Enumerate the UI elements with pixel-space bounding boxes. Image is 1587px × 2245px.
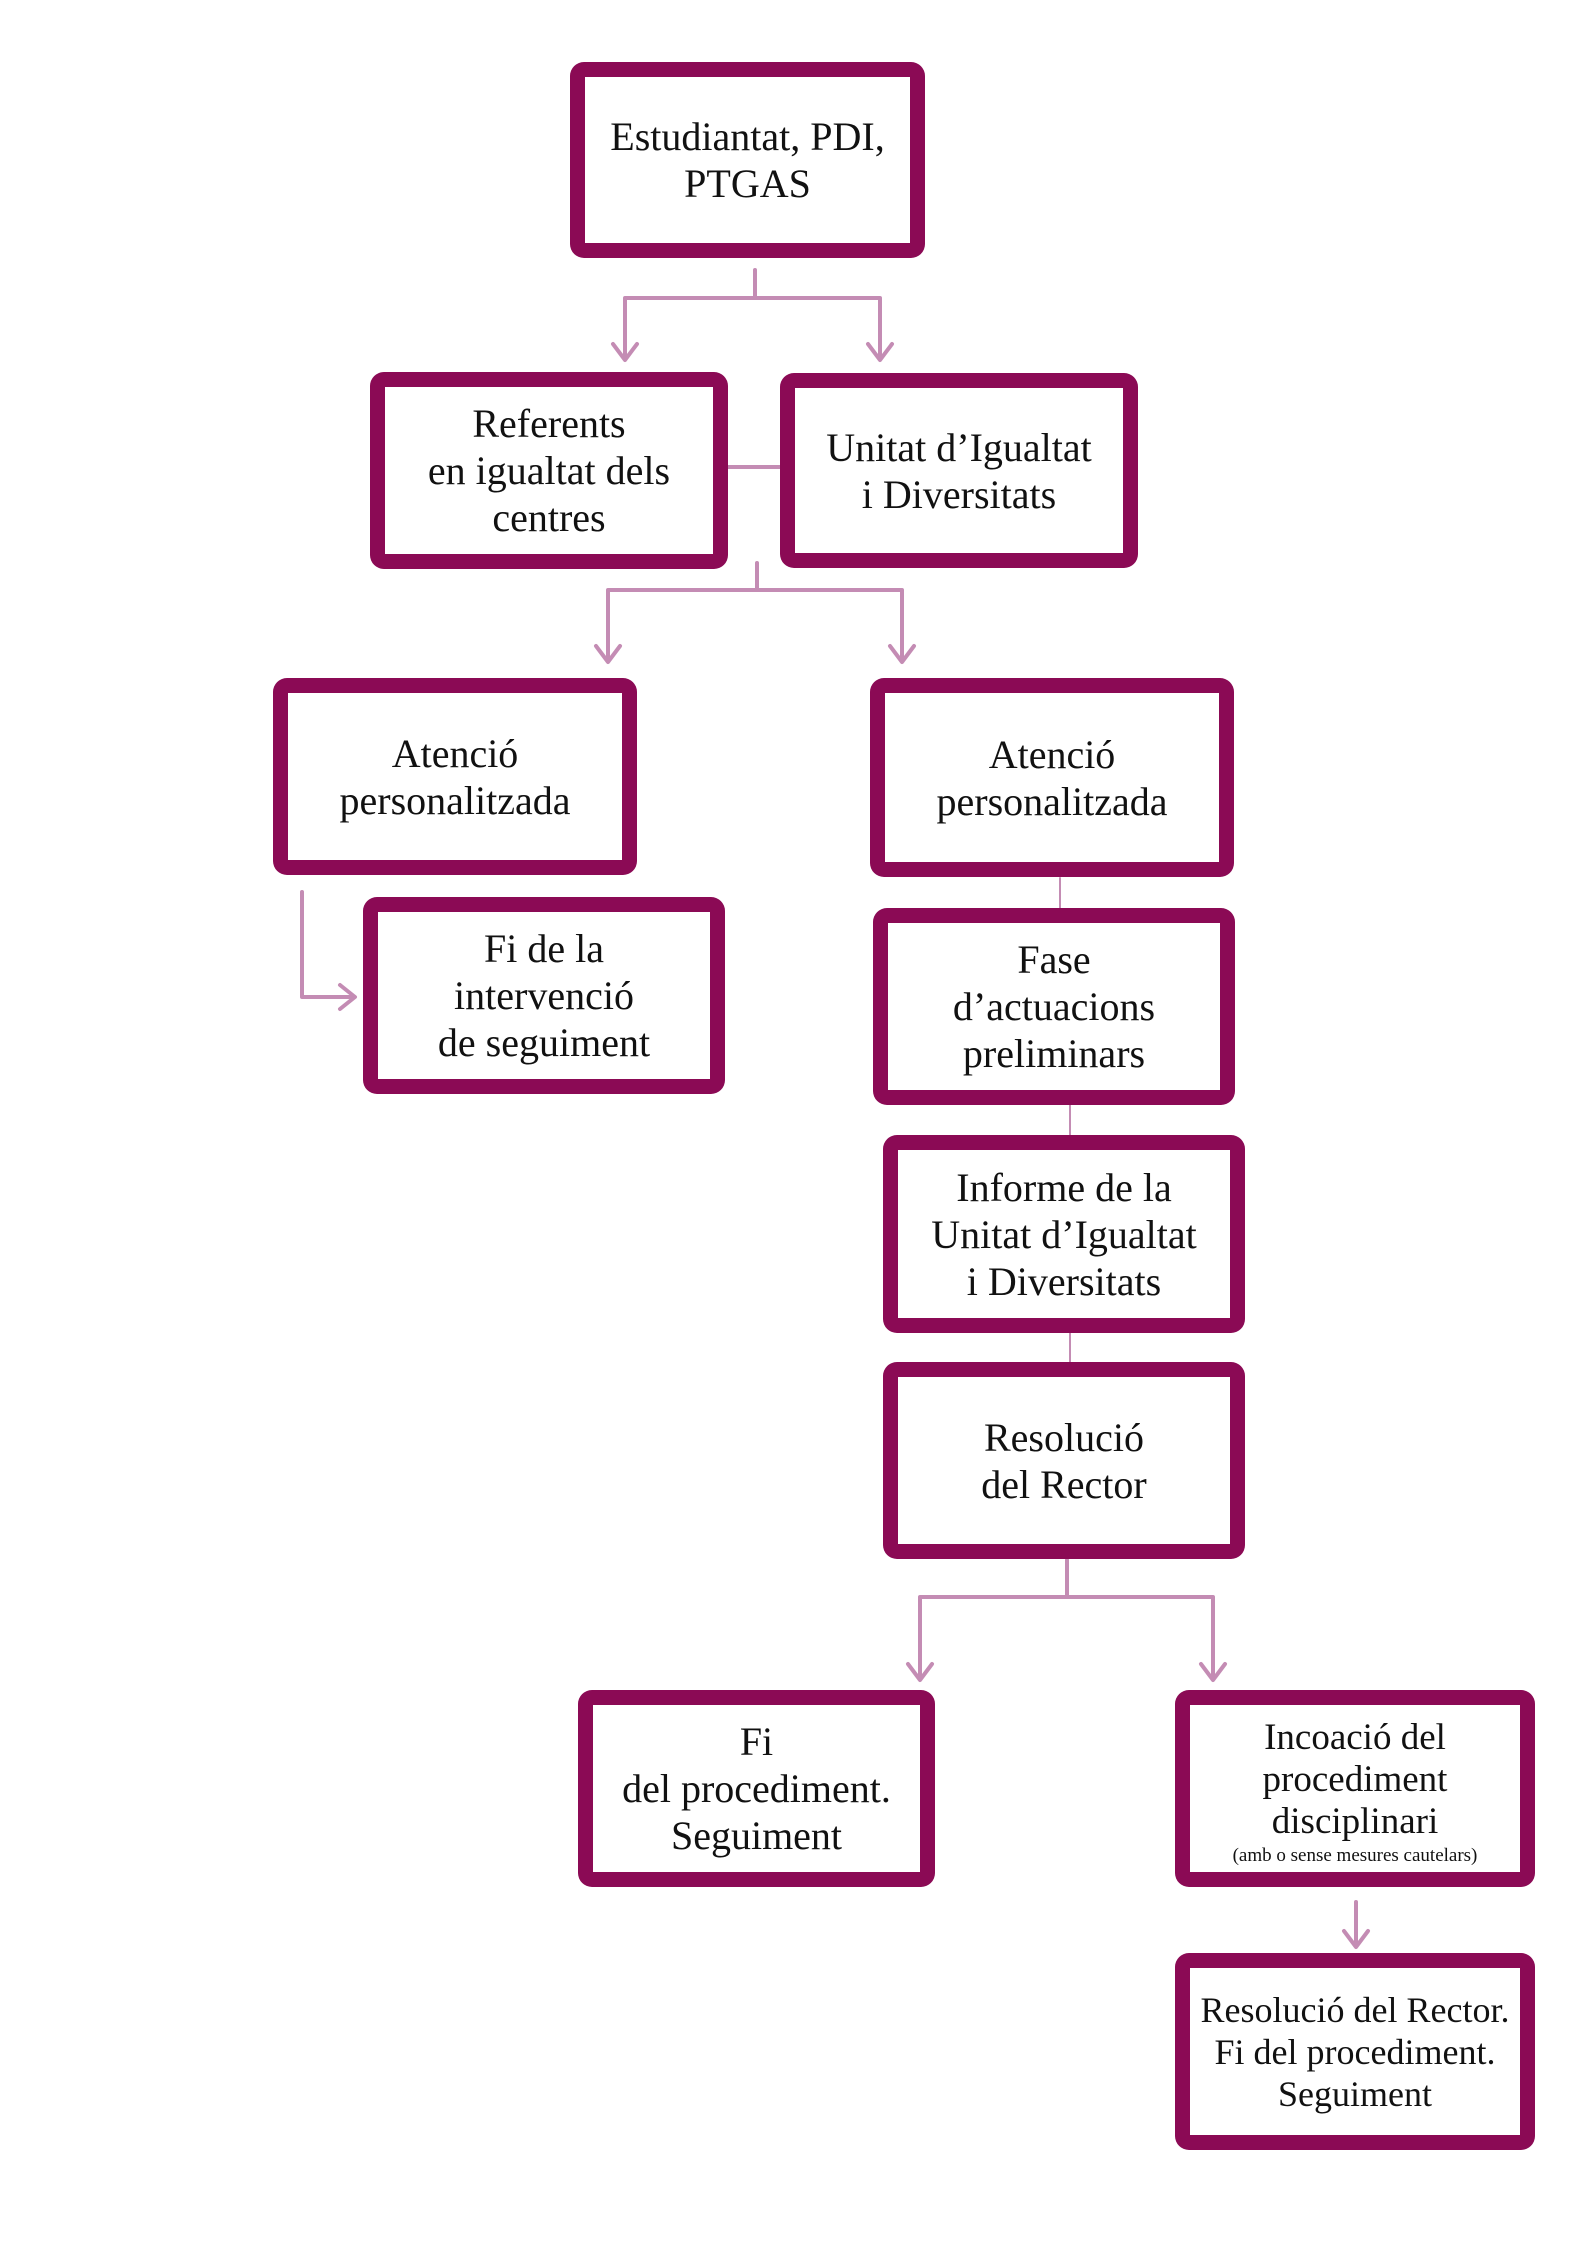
node-atencio-right-line-1: Atenció	[988, 731, 1116, 777]
arrowhead-to-incoacio	[1199, 1662, 1227, 1682]
node-fi-intervencio-line-3: de seguiment	[437, 1020, 651, 1065]
arrowhead-to-fi-intervencio	[338, 983, 357, 1011]
node-fi-intervencio: Fi de la intervenció de seguiment	[363, 897, 725, 1094]
node-referents: Referents en igualtat dels centres	[370, 372, 728, 569]
node-informe-line-3: i Diversitats	[966, 1258, 1162, 1304]
arrowhead-to-fi-procediment	[906, 1662, 934, 1682]
node-resolucio-final: Resolució del Rector. Fi del procediment…	[1175, 1953, 1535, 2150]
node-fi-procediment-line-3: Seguiment	[670, 1813, 843, 1858]
node-origin-line-2: PTGAS	[684, 161, 811, 206]
node-incoacio: Incoació del procediment disciplinari (a…	[1175, 1690, 1535, 1887]
node-referents-line-1: Referents	[472, 401, 626, 446]
node-resolucio-final-line-2: Fi del procediment.	[1214, 2031, 1496, 2072]
node-fi-intervencio-line-1: Fi de la	[484, 926, 604, 971]
node-resolucio-final-line-3: Seguiment	[1278, 2073, 1432, 2114]
node-resolucio-rector: Resolució del Rector	[883, 1362, 1245, 1559]
node-informe-line-2: Unitat d’Igualtat	[931, 1211, 1197, 1257]
node-atencio-left: Atenció personalitzada	[273, 678, 637, 875]
node-fase-line-1: Fase	[1017, 937, 1091, 982]
node-informe-line-1: Informe de la	[956, 1164, 1172, 1210]
node-unitat: Unitat d’Igualtat i Diversitats	[780, 373, 1138, 568]
node-fi-procediment-line-1: Fi	[739, 1719, 774, 1764]
node-unitat-line-2: i Diversitats	[861, 471, 1057, 517]
node-fase-line-3: preliminars	[962, 1031, 1146, 1076]
connector-resolucio-split	[918, 1558, 1215, 1680]
arrowhead-to-referents	[611, 342, 639, 362]
node-atencio-left-line-2: personalitzada	[339, 777, 571, 823]
connector-origin-split	[623, 268, 882, 360]
node-incoacio-line-2: procediment	[1262, 1758, 1448, 1800]
node-fi-procediment: Fi del procediment. Seguiment	[578, 1690, 935, 1887]
node-unitat-line-1: Unitat d’Igualtat	[826, 424, 1092, 470]
node-incoacio-note: (amb o sense mesures cautelars)	[1232, 1844, 1478, 1866]
node-resolucio-rector-line-2: del Rector	[981, 1461, 1147, 1507]
node-referents-line-2: en igualtat dels	[427, 448, 671, 493]
arrowhead-to-atencio-left	[594, 644, 622, 664]
node-atencio-right-line-2: personalitzada	[936, 778, 1168, 824]
arrowhead-to-atencio-right	[888, 644, 916, 664]
node-fi-intervencio-line-2: intervenció	[454, 973, 634, 1018]
node-fi-procediment-line-2: del procediment.	[622, 1766, 891, 1811]
node-incoacio-line-3: disciplinari	[1271, 1800, 1439, 1842]
node-origin: Estudiantat, PDI, PTGAS	[570, 62, 925, 258]
node-atencio-left-line-1: Atenció	[391, 730, 519, 776]
connector-level2-split	[606, 561, 904, 662]
node-resolucio-final-line-1: Resolució del Rector.	[1200, 1989, 1510, 2030]
connector-atencio-to-fi-intervencio	[300, 890, 352, 999]
node-incoacio-line-1: Incoació del	[1264, 1716, 1446, 1758]
node-fase-line-2: d’actuacions	[952, 984, 1156, 1029]
node-referents-line-3: centres	[492, 495, 606, 540]
arrowhead-to-unitat	[866, 342, 894, 362]
node-resolucio-rector-line-1: Resolució	[984, 1414, 1144, 1460]
node-informe: Informe de la Unitat d’Igualtat i Divers…	[883, 1135, 1245, 1333]
node-origin-line-1: Estudiantat, PDI,	[610, 114, 885, 159]
arrowhead-to-resolucio-final	[1342, 1929, 1370, 1949]
node-atencio-right: Atenció personalitzada	[870, 678, 1234, 877]
node-fase: Fase d’actuacions preliminars	[873, 908, 1235, 1105]
